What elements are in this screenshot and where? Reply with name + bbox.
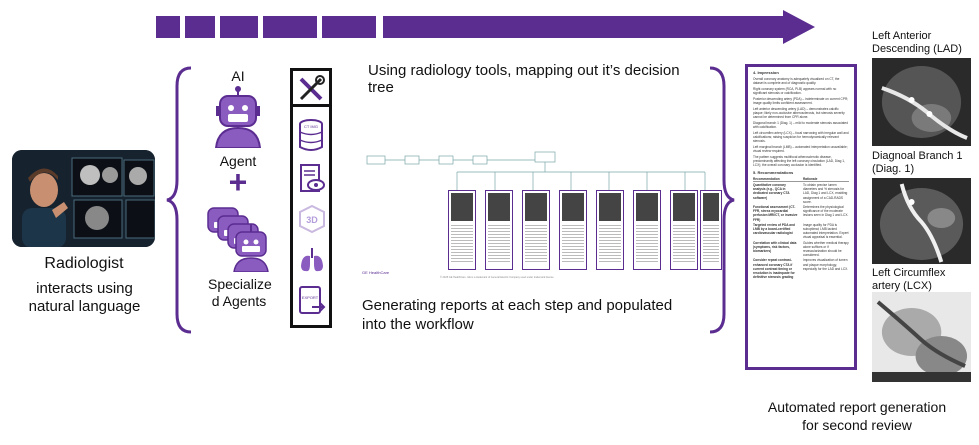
report-card-8 (700, 190, 722, 270)
decision-tree-diagram (366, 151, 706, 190)
3d-icon[interactable]: 3D (298, 204, 326, 234)
decision-tree-caption: Using radiology tools, mapping out it’s … (368, 62, 680, 96)
tools-icon[interactable] (293, 71, 329, 107)
radiologist-photo (12, 150, 155, 247)
impression-item: Diagonal branch 1 (Diag. 1) – mild to mo… (753, 121, 848, 130)
lad-label: Left Anterior Descending (LAD) (872, 30, 962, 55)
right-brace (709, 66, 735, 334)
impression-item: Left anterior descending artery (LAD) – … (753, 106, 845, 120)
table-cell: To obtain precise lumen diameters and % … (803, 182, 848, 204)
progress-arrow (383, 10, 815, 44)
impression-item: Right coronary system (RCA, PLB) appears… (753, 87, 837, 96)
tree-footer: © 2025 GE HealthCare. GE is a trademark … (440, 276, 555, 279)
generating-reports-caption: Generating reports at each step and popu… (362, 297, 673, 333)
table-cell: Determines the physiological significanc… (803, 204, 849, 218)
export-icon[interactable]: EXPORT (298, 285, 326, 317)
table-cell: Targeted review of PDA and LMB by a boar… (753, 222, 795, 236)
report-eye-icon[interactable] (298, 163, 326, 195)
lad-scan-image (872, 58, 971, 146)
left-brace (166, 66, 192, 334)
robot-agent-icon (214, 86, 262, 148)
impression-item: Posterior descending artery (PDA) – inde… (753, 97, 849, 106)
diag-label: Diagnoal Branch 1 (Diag. 1) (872, 150, 963, 175)
table-cell: Correlation with clinical data (symptoms… (753, 240, 797, 254)
report-card-3 (522, 190, 550, 270)
progress-segment-3 (220, 16, 258, 38)
report-card-6 (633, 190, 661, 270)
report-card-2 (485, 190, 513, 270)
svg-text:EXPORT: EXPORT (302, 295, 319, 300)
diag-scan-image (872, 178, 971, 264)
specialized-agents-icon (207, 207, 269, 272)
progress-segment-1 (156, 16, 180, 38)
impression-item: Overall coronary anatomy is adequately v… (753, 77, 840, 86)
table-cell: Functional assessment (CT-FFR, stress my… (753, 204, 798, 222)
lcx-scan-image (872, 292, 971, 382)
impression-item: Left marginal branch (LMB) – automated i… (753, 145, 848, 154)
lcx-label: Left Circumflex artery (LCX) (872, 267, 946, 292)
impression-title: 4. Impression (753, 70, 779, 75)
generated-report: 4. Impression Overall coronary anatomy i… (745, 64, 857, 370)
progress-segment-2 (185, 16, 215, 38)
ge-logo: GE HealthCare (362, 270, 390, 275)
tools-panel: CT IMG 3D EXPORT (290, 68, 332, 328)
table-header: Recommendation Rationale (753, 177, 849, 182)
impression-summary: The pattern suggests multifocal atherosc… (753, 154, 845, 168)
progress-segment-5 (322, 16, 376, 38)
plus-icon: + (228, 164, 248, 200)
table-row: Functional assessment (CT-FFR, stress my… (753, 205, 849, 222)
automated-report-caption: Automated report generation for second r… (767, 399, 947, 433)
progress-segment-4 (263, 16, 317, 38)
agent-label: Agent (219, 153, 257, 169)
table-cell: Consider repeat contrast-enhanced corona… (753, 258, 795, 280)
table-cell: Guides whether medical therapy alone suf… (803, 240, 849, 258)
report-card-5 (596, 190, 624, 270)
report-card-4 (559, 190, 587, 270)
impression-item: Left circumflex artery (LCX) – focal nar… (753, 130, 849, 144)
svg-text:CT IMG: CT IMG (304, 124, 318, 129)
table-header-cell: Rationale (803, 176, 818, 181)
table-cell: Improves visualization of lumen and plaq… (803, 258, 849, 271)
report-card-7 (670, 190, 698, 270)
radiologist-subtitle: interacts using natural language (28, 280, 141, 315)
specialized-agents-label: Specialize d Agents (208, 276, 272, 309)
recommendations-title: 5. Recommendations (753, 169, 794, 175)
table-cell: Image quality for PDA is suboptimal; LMB… (803, 222, 849, 240)
ai-label: AI (231, 68, 245, 84)
lungs-icon[interactable] (298, 246, 326, 274)
database-icon[interactable]: CT IMG (298, 119, 324, 153)
table-header-cell: Recommendation (753, 176, 780, 181)
svg-text:3D: 3D (306, 215, 318, 225)
table-row: Correlation with clinical data (symptoms… (753, 241, 849, 258)
report-card-1 (448, 190, 476, 270)
table-row: Consider repeat contrast-enhanced corona… (753, 258, 849, 279)
table-row: Quantitative coronary analysis (e.g., QC… (753, 183, 849, 204)
radiologist-title: Radiologist (44, 255, 124, 272)
table-row: Targeted review of PDA and LMB by a boar… (753, 223, 849, 240)
table-cell: Quantitative coronary analysis (e.g., QC… (753, 182, 790, 200)
